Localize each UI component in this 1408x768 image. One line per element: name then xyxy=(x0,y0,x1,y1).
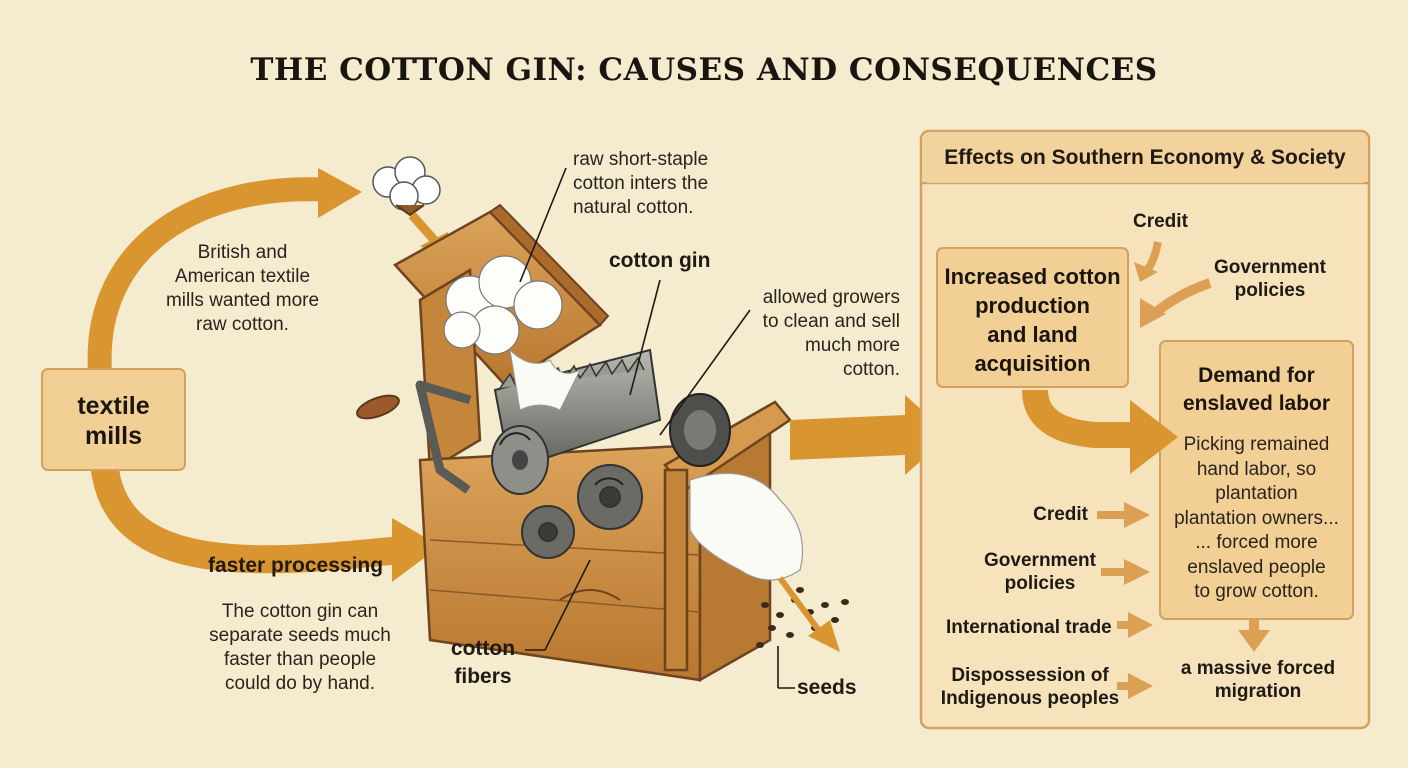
raw-cotton-note: raw short-staple cotton inters the natur… xyxy=(573,149,709,218)
page-title: THE COTTON GIN: CAUSES AND CONSEQUENCES xyxy=(250,52,1158,88)
increased-production-label: Increased cotton production and land acq… xyxy=(944,264,1121,376)
leader-lines xyxy=(519,167,795,689)
gin-to-effects-arrow xyxy=(790,395,950,475)
faster-processing-label: faster processing xyxy=(208,554,384,577)
effects-arrows xyxy=(1022,241,1270,699)
cycle-arrow-bottom xyxy=(91,456,440,582)
mills-note: British and American textile mills wante… xyxy=(165,242,320,335)
increased-production-box xyxy=(936,247,1129,388)
forced-migration-label: a massive forced migration xyxy=(1180,658,1336,702)
cotton-boll-icon xyxy=(372,156,441,217)
credit-top-label: Credit xyxy=(1133,211,1188,232)
textile-mills-box xyxy=(41,368,186,471)
cotton-gin-illustration xyxy=(356,203,804,683)
faster-note: The cotton gin can separate seeds much f… xyxy=(209,601,391,694)
effects-panel-title: Effects on Southern Economy & Society xyxy=(944,146,1346,169)
seeds-icon xyxy=(756,587,849,648)
demand-labor-body: Picking remained hand labor, so plantati… xyxy=(1174,434,1339,602)
credit-left-label: Credit xyxy=(1033,504,1088,525)
gov-policies-top-label: Government policies xyxy=(1214,257,1326,301)
textile-mills-label: textile mills xyxy=(77,392,150,450)
demand-labor-title: Demand for enslaved labor xyxy=(1182,364,1331,415)
demand-labor-box xyxy=(1159,340,1354,620)
seeds-out-arrow xyxy=(777,576,840,652)
cotton-gin-label: cotton gin xyxy=(609,249,711,272)
dispossession-label: Dispossession of Indigenous peoples xyxy=(940,665,1120,709)
allowed-growers-note: allowed growers to clean and sell much m… xyxy=(762,287,900,380)
effects-panel-header xyxy=(923,133,1367,183)
cotton-fibers-label: cotton fibers xyxy=(450,637,516,688)
international-trade-label: International trade xyxy=(946,617,1112,638)
seeds-label: seeds xyxy=(797,676,857,699)
cycle-arrow-top xyxy=(87,168,362,384)
gov-policies-left-label: Government policies xyxy=(984,550,1096,594)
